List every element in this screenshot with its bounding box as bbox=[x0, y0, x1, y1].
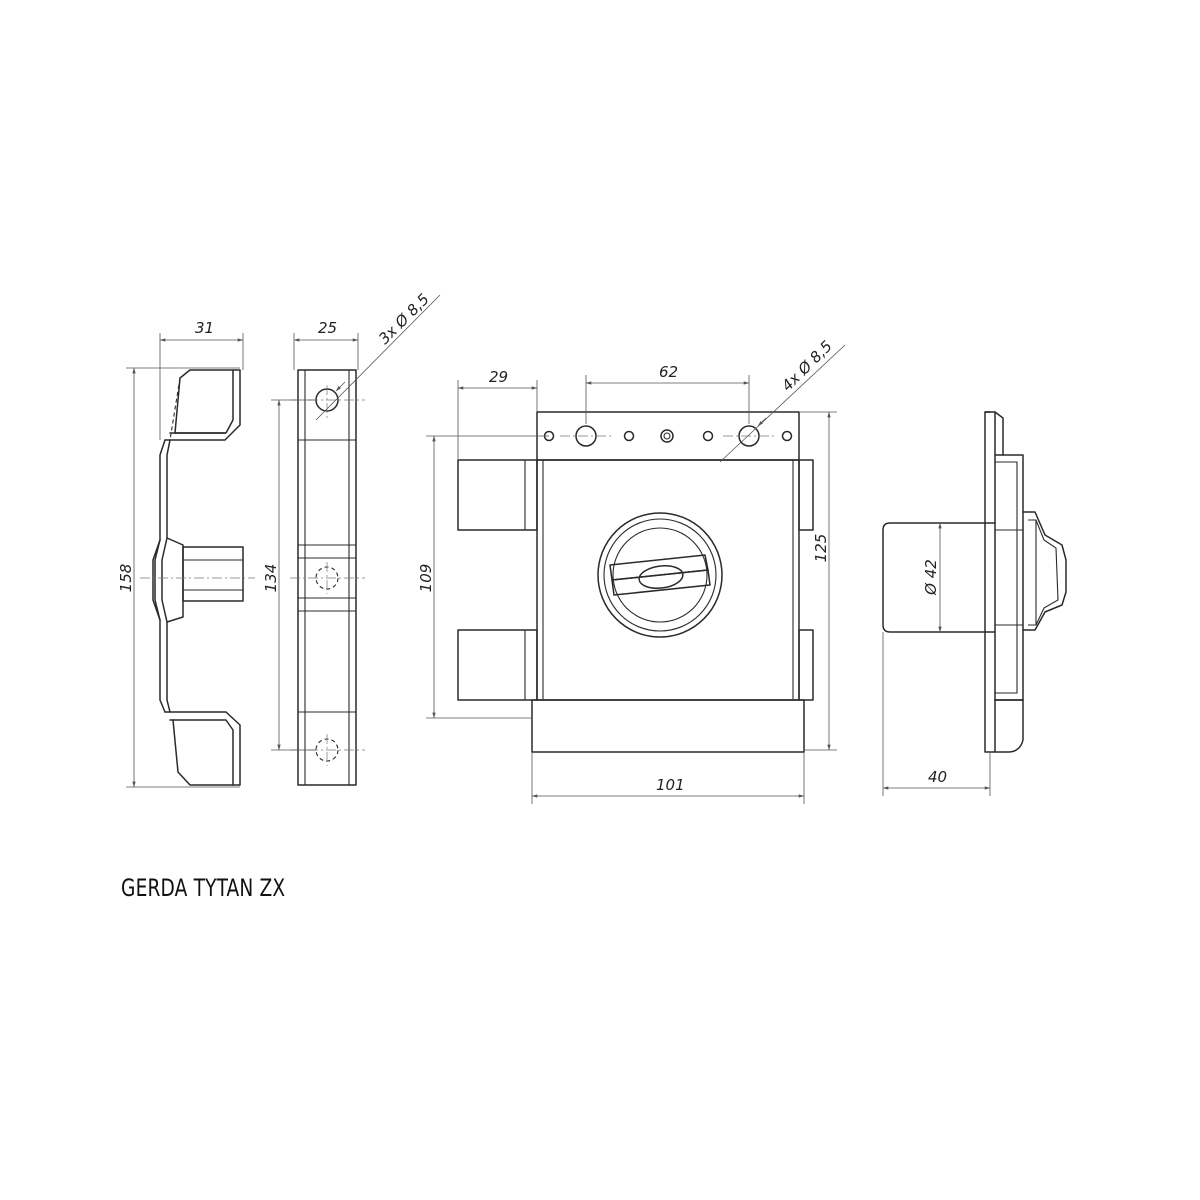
body-bolt-span-label: 109 bbox=[417, 564, 435, 593]
strike-width-label: 31 bbox=[195, 319, 214, 337]
product-title: GERDA TYTAN ZX bbox=[121, 874, 286, 902]
cylinder-diameter-label: Ø 42 bbox=[922, 559, 940, 596]
side-depth-label: 40 bbox=[928, 768, 947, 786]
body-holes-label: 4x Ø 8,5 bbox=[778, 337, 836, 395]
bar-height-label: 134 bbox=[262, 564, 280, 593]
strike-plate-view: 31 158 bbox=[117, 319, 255, 788]
body-offset-label: 29 bbox=[489, 368, 508, 386]
bar-width-label: 25 bbox=[318, 319, 337, 337]
lock-body-view: 29 62 4x Ø 8,5 109 125 101 bbox=[417, 337, 846, 804]
side-view: Ø 42 40 bbox=[882, 411, 1067, 796]
body-hole-spacing-label: 62 bbox=[659, 363, 678, 381]
strike-height-label: 158 bbox=[117, 564, 135, 593]
bar-view: 25 134 3x Ø 8,5 bbox=[262, 290, 441, 786]
bar-holes-label: 3x Ø 8,5 bbox=[375, 290, 433, 348]
body-width-label: 101 bbox=[656, 776, 685, 794]
body-height-label: 125 bbox=[812, 534, 830, 563]
